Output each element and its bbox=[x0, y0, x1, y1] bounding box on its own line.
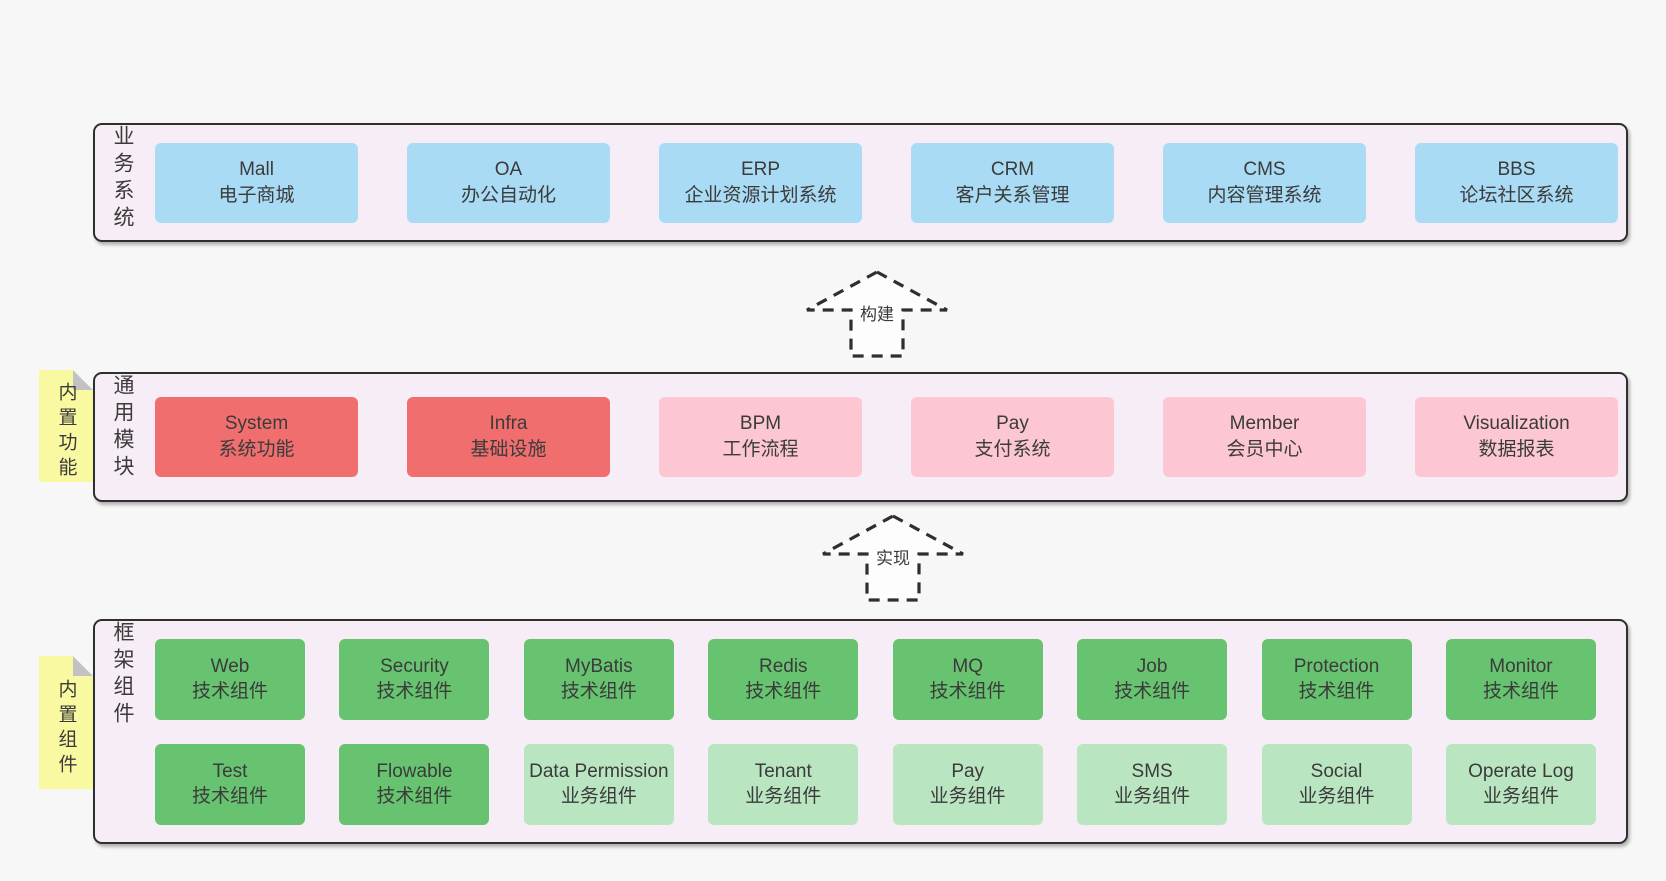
box-subtitle: 客户关系管理 bbox=[955, 184, 1070, 206]
box-name: Social bbox=[1310, 761, 1363, 782]
box-test: Test 技术组件 bbox=[155, 743, 305, 825]
box-subtitle: 会员中心 bbox=[1226, 439, 1303, 460]
box-name: CMS bbox=[1243, 158, 1286, 180]
box-subtitle: 业务组件 bbox=[1482, 786, 1559, 807]
box-subtitle: 技术组件 bbox=[376, 786, 453, 807]
layer-title: 通用模块 bbox=[111, 374, 134, 482]
box-name: OA bbox=[494, 158, 523, 180]
box-infra: Infra 基础设施 bbox=[407, 397, 610, 477]
box-subtitle: 工作流程 bbox=[722, 439, 799, 460]
box-mybatis: MyBatis 技术组件 bbox=[523, 638, 674, 720]
box-subtitle: 技术组件 bbox=[1482, 681, 1559, 702]
box-monitor: Monitor 技术组件 bbox=[1445, 638, 1596, 720]
box-name: CRM bbox=[990, 158, 1035, 180]
box-subtitle: 技术组件 bbox=[376, 681, 453, 702]
box-name: Data Permission bbox=[529, 761, 669, 782]
layer-framework-components: 框架组件 Web 技术组件 Security 技术组件 MyBatis 技术组件… bbox=[93, 619, 1628, 844]
box-name: Protection bbox=[1293, 656, 1380, 677]
box-subtitle: 系统功能 bbox=[218, 439, 295, 460]
box-name: Test bbox=[212, 761, 248, 782]
arrow-label: 构建 bbox=[860, 305, 894, 324]
box-data-permission: Data Permission 业务组件 bbox=[523, 743, 674, 825]
box-subtitle: 业务组件 bbox=[560, 786, 637, 807]
layer-title: 业务系统 bbox=[111, 125, 134, 233]
box-sms: SMS 业务组件 bbox=[1077, 743, 1228, 825]
box-name: Redis bbox=[758, 656, 808, 677]
box-subtitle: 内容管理系统 bbox=[1207, 184, 1322, 206]
box-name: Security bbox=[380, 656, 449, 677]
box-visualization: Visualization 数据报表 bbox=[1415, 397, 1618, 477]
box-subtitle: 电子商城 bbox=[218, 184, 295, 206]
box-subtitle: 企业资源计划系统 bbox=[684, 184, 837, 206]
box-name: Monitor bbox=[1489, 656, 1553, 677]
box-name: Visualization bbox=[1463, 413, 1570, 434]
box-subtitle: 数据报表 bbox=[1478, 439, 1555, 460]
box-flowable: Flowable 技术组件 bbox=[339, 743, 490, 825]
box-subtitle: 业务组件 bbox=[745, 786, 822, 807]
box-pay-component: Pay 业务组件 bbox=[892, 743, 1043, 825]
box-crm: CRM 客户关系管理 bbox=[911, 142, 1114, 223]
box-name: ERP bbox=[740, 158, 781, 180]
box-protection: Protection 技术组件 bbox=[1261, 638, 1412, 720]
box-subtitle: 技术组件 bbox=[929, 681, 1006, 702]
box-name: Job bbox=[1136, 656, 1168, 677]
implement-arrow-icon: 实现 bbox=[822, 514, 964, 602]
sticky-tag-builtin-features: 内置功能 bbox=[39, 370, 93, 482]
layer-common-modules: 通用模块 System 系统功能 Infra 基础设施 BPM 工作流程 Pay… bbox=[93, 372, 1628, 502]
box-name: MyBatis bbox=[565, 656, 633, 677]
box-subtitle: 基础设施 bbox=[470, 439, 547, 460]
box-subtitle: 技术组件 bbox=[191, 786, 268, 807]
box-subtitle: 论坛社区系统 bbox=[1459, 184, 1574, 206]
layer-title: 框架组件 bbox=[111, 621, 134, 729]
box-subtitle: 技术组件 bbox=[1114, 681, 1191, 702]
box-bpm: BPM 工作流程 bbox=[659, 397, 862, 477]
sticky-tag-label: 内置功能 bbox=[55, 382, 77, 482]
box-subtitle: 业务组件 bbox=[1114, 786, 1191, 807]
box-cms: CMS 内容管理系统 bbox=[1163, 142, 1366, 223]
box-name: BPM bbox=[739, 413, 782, 434]
arrow-label: 实现 bbox=[876, 549, 910, 568]
box-name: Web bbox=[210, 656, 250, 677]
box-name: Pay bbox=[951, 761, 985, 782]
box-name: Operate Log bbox=[1468, 761, 1574, 782]
sticky-tag-label: 内置组件 bbox=[55, 678, 77, 779]
box-name: Infra bbox=[489, 413, 528, 434]
box-subtitle: 技术组件 bbox=[745, 681, 822, 702]
box-name: BBS bbox=[1497, 158, 1536, 180]
box-erp: ERP 企业资源计划系统 bbox=[659, 142, 862, 223]
box-subtitle: 业务组件 bbox=[929, 786, 1006, 807]
box-member: Member 会员中心 bbox=[1163, 397, 1366, 477]
box-oa: OA 办公自动化 bbox=[407, 142, 610, 223]
box-security: Security 技术组件 bbox=[339, 638, 490, 720]
box-subtitle: 技术组件 bbox=[560, 681, 637, 702]
build-arrow-icon: 构建 bbox=[806, 270, 948, 358]
box-name: Flowable bbox=[376, 761, 453, 782]
box-social: Social 业务组件 bbox=[1261, 743, 1412, 825]
box-mall: Mall 电子商城 bbox=[155, 142, 358, 223]
box-tenant: Tenant 业务组件 bbox=[708, 743, 859, 825]
box-subtitle: 技术组件 bbox=[191, 681, 268, 702]
box-subtitle: 技术组件 bbox=[1298, 681, 1375, 702]
box-job: Job 技术组件 bbox=[1077, 638, 1228, 720]
box-name: System bbox=[224, 413, 289, 434]
box-subtitle: 业务组件 bbox=[1298, 786, 1375, 807]
box-pay-module: Pay 支付系统 bbox=[911, 397, 1114, 477]
box-web: Web 技术组件 bbox=[155, 638, 305, 720]
box-name: Mall bbox=[239, 158, 274, 180]
box-name: Tenant bbox=[754, 761, 812, 782]
sticky-tag-builtin-components: 内置组件 bbox=[39, 656, 93, 789]
box-name: Pay bbox=[996, 413, 1029, 434]
box-name: MQ bbox=[952, 656, 983, 677]
box-name: Member bbox=[1229, 413, 1300, 434]
box-system: System 系统功能 bbox=[155, 397, 358, 477]
layer-business-systems: 业务系统 Mall 电子商城 OA 办公自动化 ERP 企业资源计划系统 CRM… bbox=[93, 123, 1628, 242]
box-subtitle: 办公自动化 bbox=[460, 184, 556, 206]
box-name: SMS bbox=[1131, 761, 1173, 782]
box-subtitle: 支付系统 bbox=[974, 439, 1051, 460]
box-operate-log: Operate Log 业务组件 bbox=[1445, 743, 1596, 825]
box-bbs: BBS 论坛社区系统 bbox=[1415, 142, 1618, 223]
box-mq: MQ 技术组件 bbox=[892, 638, 1043, 720]
box-redis: Redis 技术组件 bbox=[708, 638, 859, 720]
